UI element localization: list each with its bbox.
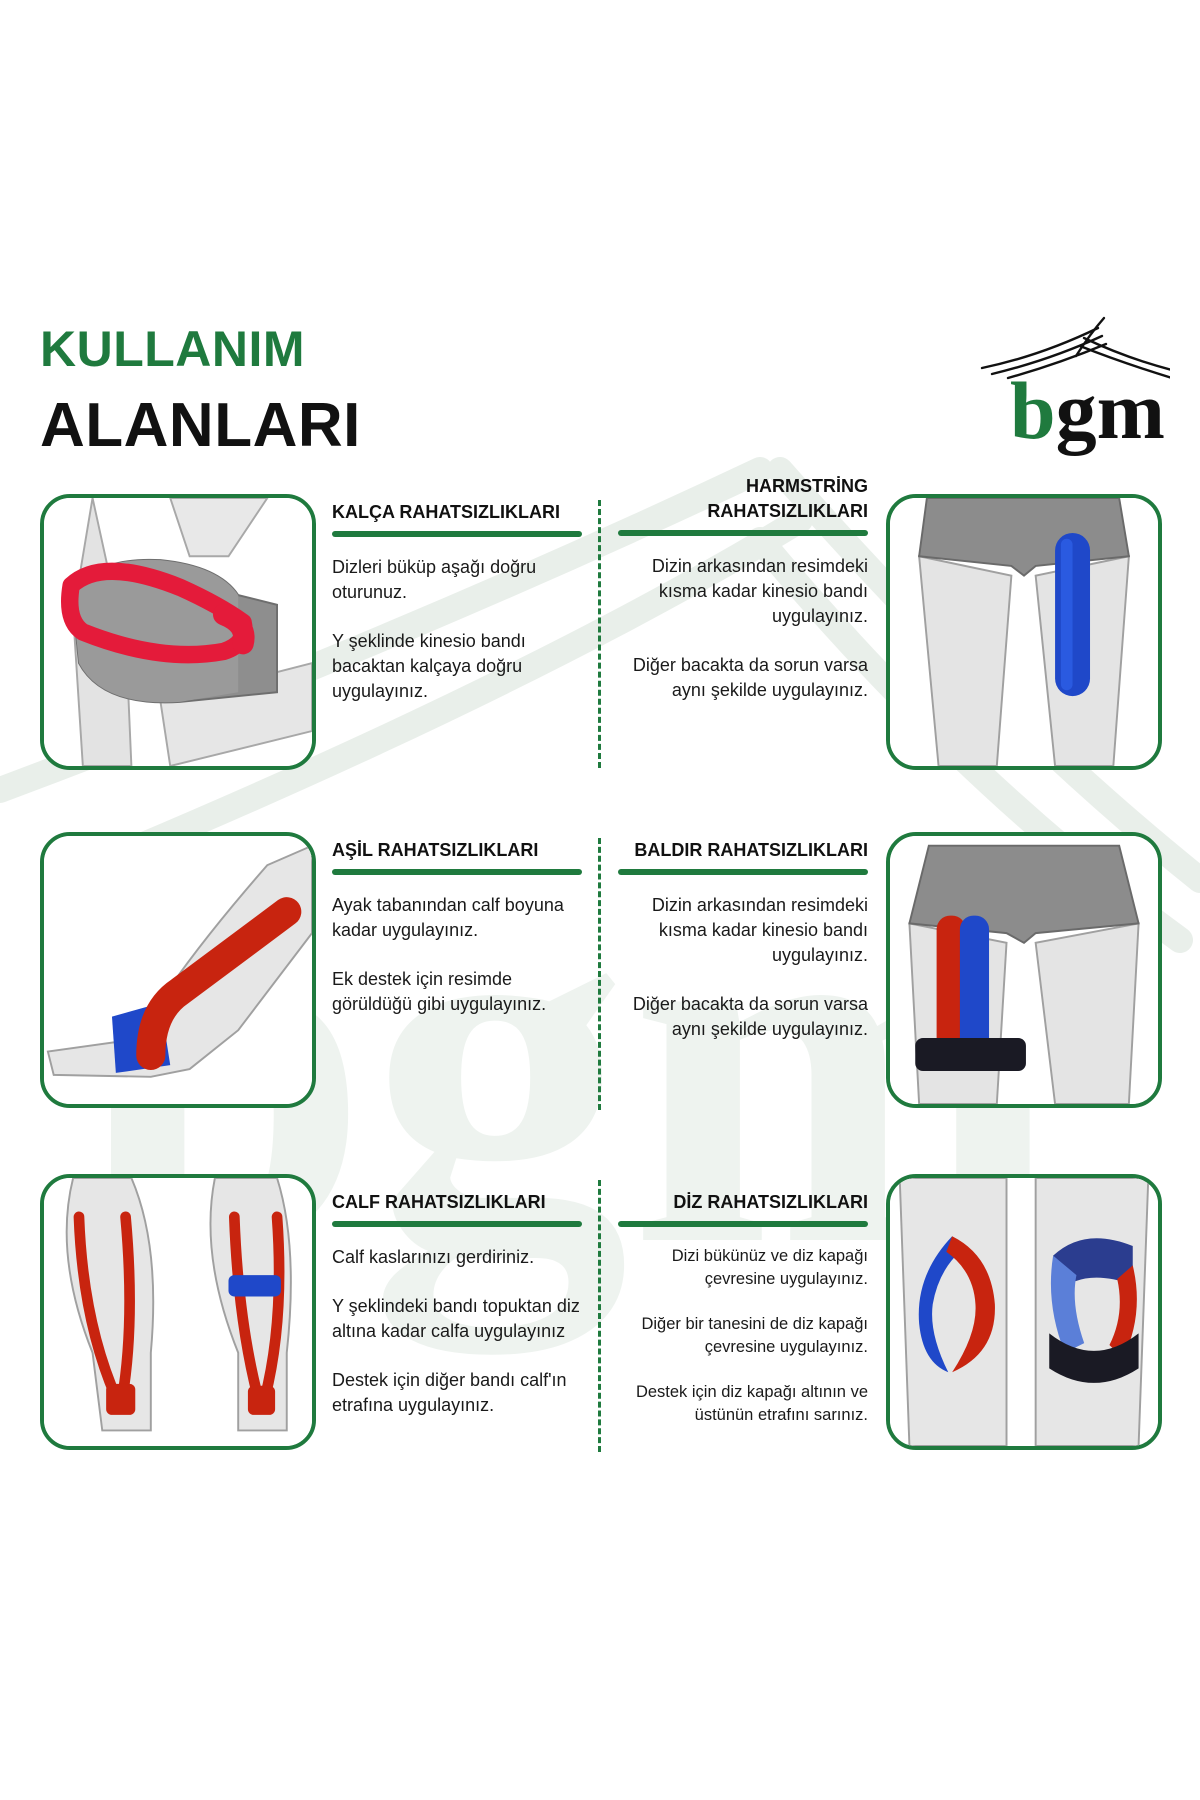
baldir-underline: [618, 869, 868, 875]
baldir-paragraph-2: Diğer bacakta da sorun varsa aynı şekild…: [632, 994, 868, 1039]
page-title-line-1: KULLANIM: [40, 321, 306, 377]
calf-underline: [332, 1221, 582, 1227]
page-title-line-2: ALANLARI: [40, 391, 361, 460]
asil-heading: AŞİL RAHATSIZLIKLARI: [332, 840, 539, 860]
asil-underline: [332, 869, 582, 875]
asil-paragraph-2: Ek destek için resimde görüldüğü gibi uy…: [332, 969, 547, 1014]
logo-text: bgm: [1010, 365, 1165, 456]
harmstring-underline: [618, 530, 868, 536]
diz-paragraph-2: Diğer bir tanesini de diz kapağı çevresi…: [641, 1315, 868, 1356]
diz-heading: DİZ RAHATSIZLIKLARI: [673, 1192, 868, 1212]
diz-illustration: [886, 1174, 1162, 1450]
kalca-paragraph-2: Y şeklinde kinesio bandı bacaktan kalçay…: [332, 631, 526, 701]
column-divider-3: [598, 1180, 601, 1452]
asil-illustration: [40, 832, 316, 1108]
harmstring-illustration: [886, 494, 1162, 770]
harmstring-paragraph-1: Dizin arkasından resimdeki kısma kadar k…: [651, 556, 868, 626]
baldir-illustration: [886, 832, 1162, 1108]
diz-underline: [618, 1221, 868, 1227]
calf-heading: CALF RAHATSIZLIKLARI: [332, 1192, 546, 1212]
asil-paragraph-1: Ayak tabanından calf boyuna kadar uygula…: [332, 895, 564, 940]
calf-paragraph-3: Destek için diğer bandı calf'ın etrafına…: [332, 1370, 567, 1415]
diz-paragraph-3: Destek için diz kapağı altının ve üstünü…: [635, 1383, 868, 1424]
harmstring-heading-line-1: HARMSTRİNG: [746, 476, 868, 496]
kalca-section: KALÇA RAHATSIZLIKLARI Dizleri büküp aşağ…: [332, 500, 582, 728]
kalca-heading: KALÇA RAHATSIZLIKLARI: [332, 502, 560, 522]
asil-section: AŞİL RAHATSIZLIKLARI Ayak tabanından cal…: [332, 838, 582, 1041]
column-divider-1: [598, 500, 601, 768]
baldir-section: BALDIR RAHATSIZLIKLARI Dizin arkasından …: [618, 838, 868, 1066]
calf-illustration: [40, 1174, 316, 1450]
diz-section: DİZ RAHATSIZLIKLARI Dizi bükünüz ve diz …: [618, 1190, 868, 1449]
calf-section: CALF RAHATSIZLIKLARI Calf kaslarınızı ge…: [332, 1190, 582, 1442]
kalca-paragraph-1: Dizleri büküp aşağı doğru oturunuz.: [332, 557, 537, 602]
baldir-paragraph-1: Dizin arkasından resimdeki kısma kadar k…: [651, 895, 868, 965]
diz-paragraph-1: Dizi bükünüz ve diz kapağı çevresine uyg…: [671, 1247, 868, 1288]
bgm-logo: bgm: [980, 316, 1170, 456]
harmstring-section: HARMSTRİNG RAHATSIZLIKLARI Dizin arkasın…: [618, 474, 868, 727]
column-divider-2: [598, 838, 601, 1110]
kalca-underline: [332, 531, 582, 537]
harmstring-paragraph-2: Diğer bacakta da sorun varsa aynı şekild…: [632, 655, 868, 700]
harmstring-heading-line-2: RAHATSIZLIKLARI: [707, 501, 868, 521]
calf-paragraph-1: Calf kaslarınızı gerdiriniz.: [332, 1247, 535, 1267]
baldir-heading: BALDIR RAHATSIZLIKLARI: [634, 840, 868, 860]
kalca-illustration: [40, 494, 316, 770]
calf-paragraph-2: Y şeklindeki bandı topuktan diz altına k…: [332, 1296, 580, 1341]
